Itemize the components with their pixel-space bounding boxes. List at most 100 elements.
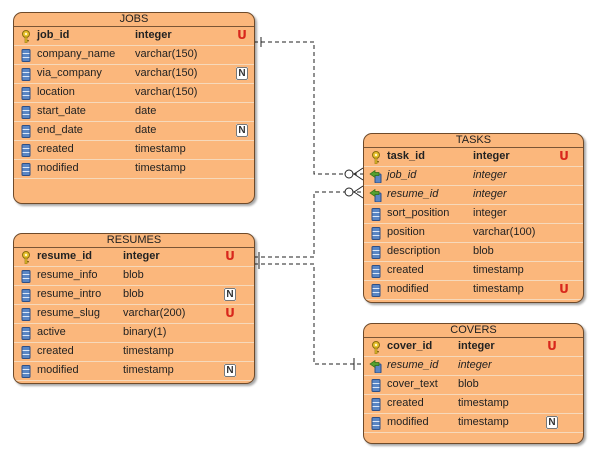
column-type: blob [458,378,479,390]
column-type: timestamp [135,162,186,174]
column-icon [19,365,33,378]
column-icon [19,106,33,119]
foreign-key-icon [369,188,383,203]
column-name: via_company [37,67,102,79]
table-row[interactable]: position varchar(100) [364,224,583,243]
column-icon [19,125,33,138]
column-name: created [37,143,74,155]
column-name: modified [37,364,79,376]
column-icon [19,144,33,157]
column-type: varchar(200) [123,307,186,319]
nullable-badge: N [224,288,236,301]
foreign-key-icon [369,359,383,374]
table-row[interactable]: resume_intro blob N [14,286,254,305]
primary-key-icon [369,341,383,355]
column-icon [369,227,383,240]
column-type: timestamp [473,264,524,276]
table-row[interactable]: resume_slug varchar(200) U [14,305,254,324]
column-icon [19,346,33,359]
nullable-badge: N [236,67,248,80]
nullable-badge-label: N [224,364,236,377]
column-name: resume_info [37,269,98,281]
column-name: task_id [387,150,425,162]
column-icon [369,284,383,297]
rel-resumes-tasks [254,191,363,258]
column-name: cover_text [387,378,438,390]
column-type: timestamp [458,416,509,428]
column-type: timestamp [123,345,174,357]
table-title: RESUMES [14,234,254,248]
column-type: date [135,105,157,117]
table-row[interactable]: created timestamp [14,141,254,160]
column-name: created [37,345,74,357]
column-name: created [387,397,424,409]
column-icon [19,68,33,81]
unique-badge: U [225,249,235,263]
nullable-badge: N [224,364,236,377]
unique-badge: U [225,306,235,320]
column-icon [19,163,33,176]
rel-jobs-tasks [254,41,363,175]
nullable-badge-label: N [236,124,248,137]
column-icon [369,398,383,411]
column-type: blob [123,288,144,300]
unique-badge: U [237,28,247,42]
column-icon [369,379,383,392]
column-icon [19,327,33,340]
column-name: resume_intro [37,288,102,300]
rel-resumes-covers [254,263,363,365]
unique-badge: U [559,149,569,163]
column-type: varchar(100) [473,226,536,238]
column-name: resume_slug [37,307,100,319]
unique-badge: U [559,282,569,296]
column-icon [19,289,33,302]
nullable-badge: N [236,124,248,137]
column-type: varchar(150) [135,86,198,98]
column-name: sort_position [387,207,450,219]
nullable-badge-label: N [546,416,558,429]
column-type: blob [473,245,494,257]
column-name: position [387,226,425,238]
foreign-key-icon [369,169,383,184]
column-type: integer [135,29,172,41]
column-name: company_name [37,48,116,60]
column-type: integer [473,188,507,200]
table-row[interactable]: cover_text blob [364,376,583,395]
column-type: integer [473,207,507,219]
column-name: resume_id [387,359,439,371]
primary-key-icon [369,151,383,165]
column-name: active [37,326,66,338]
table-row[interactable]: created timestamp [14,343,254,362]
primary-key-icon [19,251,33,265]
table-title: JOBS [14,13,254,27]
column-type: timestamp [135,143,186,155]
column-type: timestamp [473,283,524,295]
table-row[interactable]: sort_position integer [364,205,583,224]
